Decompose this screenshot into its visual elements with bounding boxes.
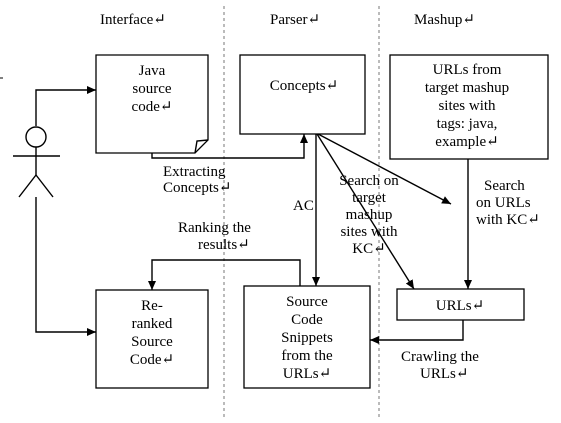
arrow-search-target-sites <box>316 133 415 290</box>
label-search-target-line-1: Search on <box>339 173 399 189</box>
label-crawling-line-2: URLs↵ <box>420 366 468 382</box>
reranked-line-3: Source <box>131 334 173 350</box>
user-actor-icon <box>13 126 60 198</box>
urls-target-line-2: target mashup <box>425 80 509 96</box>
label-search-urls-line-2: on URLs <box>476 195 531 211</box>
concepts-box <box>239 54 366 135</box>
label-search-urls-line-1: Search <box>484 178 525 194</box>
label-search-target-line-3: mashup <box>346 207 393 223</box>
label-search-target-line-4: sites with <box>340 224 398 240</box>
snippets-line-1: Source <box>286 294 328 310</box>
reranked-line-1: Re- <box>141 298 163 314</box>
java-source-code-fold <box>194 139 209 154</box>
java-source-code-line-1: Java <box>139 63 166 79</box>
snippets-line-3: Snippets <box>281 330 333 346</box>
concepts-label: Concepts↵ <box>270 78 338 94</box>
label-extracting-line-1: Extracting <box>163 164 226 180</box>
lane-parser-heading: Parser↵ <box>270 12 320 28</box>
arrow-user-to-reranked <box>35 197 96 336</box>
snippets-line-5: URLs↵ <box>283 366 331 382</box>
label-search-urls-line-3: with KC↵ <box>476 212 540 228</box>
urls-box <box>396 288 525 321</box>
arrow-extracting-concepts <box>151 134 308 159</box>
label-ranking-line-2: results↵ <box>198 237 250 253</box>
reranked-source-code-box <box>95 289 209 389</box>
label-search-target-line-2: target <box>352 190 387 206</box>
label-ac: AC <box>293 198 314 214</box>
urls-target-line-1: URLs from <box>433 62 502 78</box>
java-source-code-line-3: code↵ <box>132 99 173 115</box>
urls-target-line-5: example↵ <box>435 134 498 150</box>
arrow-ranking <box>148 259 301 290</box>
urls-target-line-3: sites with <box>438 98 496 114</box>
snippets-line-2: Code <box>291 312 323 328</box>
reranked-line-4: Code↵ <box>130 352 174 368</box>
arrow-crawling <box>370 320 464 344</box>
snippets-box <box>243 285 371 389</box>
lane-mashup-heading: Mashup↵ <box>414 12 475 28</box>
label-crawling-line-1: Crawling the <box>401 349 479 365</box>
lane-interface-heading: Interface↵ <box>100 12 166 28</box>
snippets-line-4: from the <box>281 348 333 364</box>
urls-label: URLs↵ <box>436 298 484 314</box>
reranked-line-2: ranked <box>132 316 173 332</box>
arrow-user-to-java-source <box>35 86 96 126</box>
label-extracting-line-2: Concepts↵ <box>163 180 231 196</box>
label-ranking-line-1: Ranking the <box>178 220 251 236</box>
arrow-search-urls <box>317 133 452 205</box>
urls-target-line-4: tags: java, <box>437 116 498 132</box>
urls-target-mashup-box <box>389 54 549 160</box>
java-source-code-box <box>95 54 209 154</box>
java-source-code-line-2: source <box>132 81 171 97</box>
label-search-target-line-5: KC↵ <box>352 241 385 257</box>
